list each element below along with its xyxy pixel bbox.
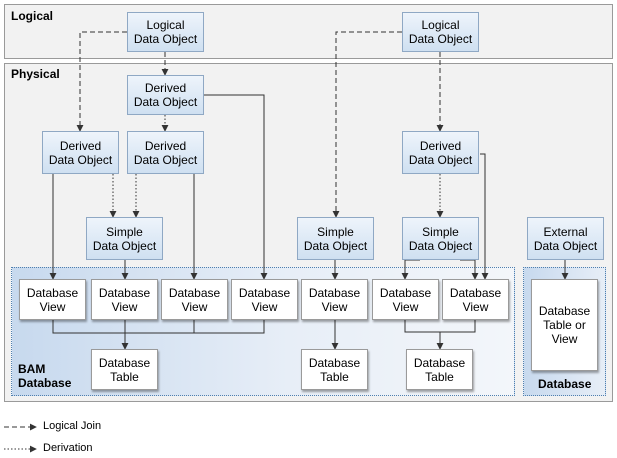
view-link-line	[401, 259, 420, 280]
legend-logical-join-label: Logical Join	[43, 420, 102, 432]
logical-region	[4, 4, 613, 59]
view-link-line	[460, 259, 479, 280]
external-database-label: Database	[538, 377, 592, 391]
table-link-line	[52, 320, 265, 334]
logical-region-label: Logical	[11, 9, 54, 23]
view-link-line	[480, 153, 489, 280]
logical-join-line	[332, 31, 402, 218]
legend-derivation-label: Derivation	[43, 442, 93, 454]
view-link-line	[204, 94, 268, 280]
bam-database-label: BAM Database	[18, 362, 72, 390]
logical-join-line	[76, 31, 127, 132]
physical-region-label: Physical	[11, 67, 60, 81]
table-link-line	[404, 320, 476, 333]
